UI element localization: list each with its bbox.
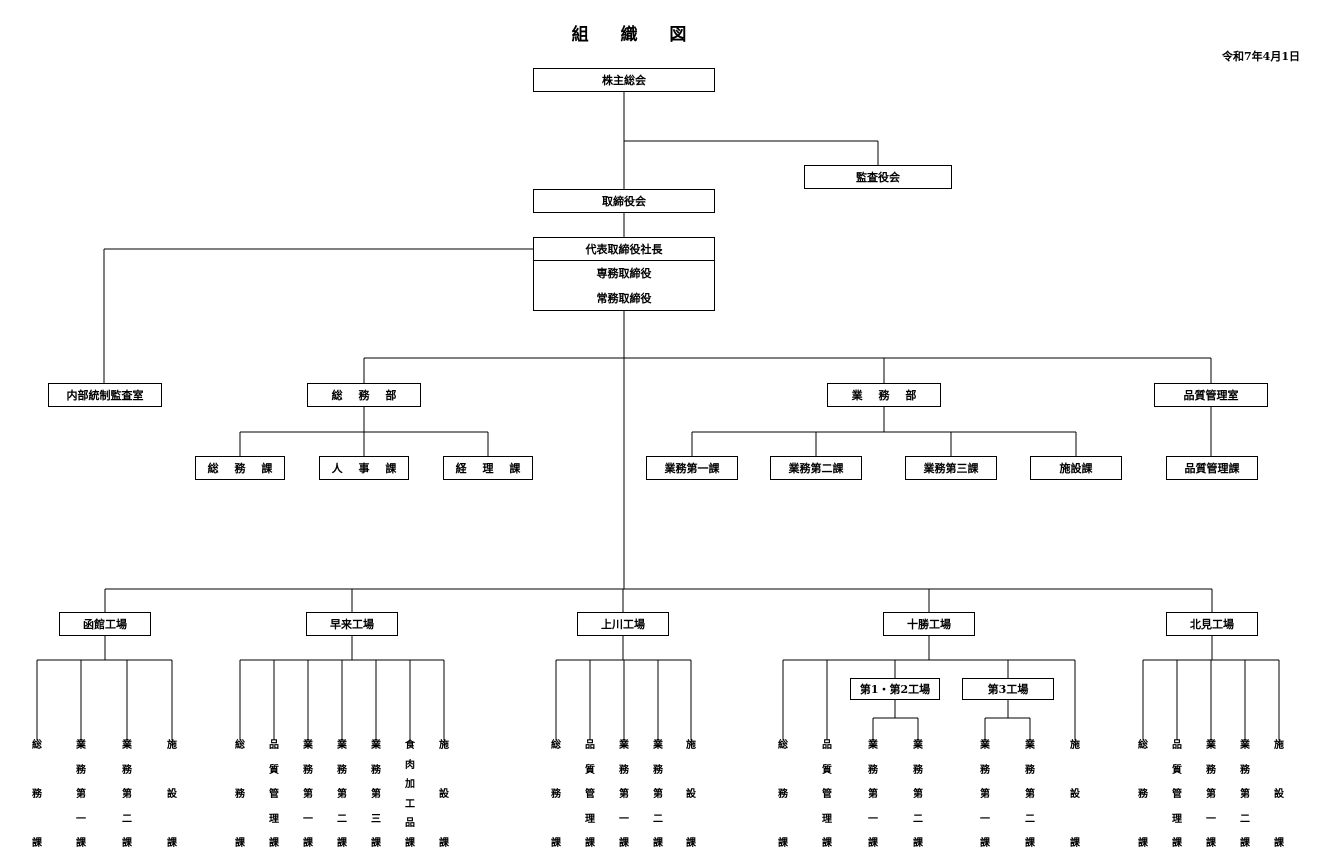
business-section-3-box: 業務第三課: [905, 456, 997, 480]
general-affairs-division-box: 総 務 部: [307, 383, 421, 407]
hayakita-section-label: 業務第二課: [337, 740, 347, 849]
facilities-section-box: 施設課: [1030, 456, 1122, 480]
business-section-1-box: 業務第一課: [646, 456, 738, 480]
business-section-2-box: 業務第二課: [770, 456, 862, 480]
date-label: 令和7年4月1日: [1222, 50, 1300, 63]
board-of-directors-box: 取締役会: [533, 189, 715, 213]
kitami-section-label: 施設課: [1274, 740, 1284, 849]
shareholders-meeting-box: 株主総会: [533, 68, 715, 92]
kamikawa-section-label: 品質管理課: [585, 740, 595, 849]
hayakita-section-label: 業務第三課: [371, 740, 381, 849]
hayakita-factory-box: 早来工場: [306, 612, 398, 636]
kitami-section-label: 品質管理課: [1172, 740, 1182, 849]
tokachi-section-label: 品質管理課: [822, 740, 832, 849]
quality-control-office-box: 品質管理室: [1154, 383, 1268, 407]
tokachi-factory-box: 十勝工場: [883, 612, 975, 636]
kamikawa-section-label: 業務第一課: [619, 740, 629, 849]
quality-control-section-box: 品質管理課: [1166, 456, 1258, 480]
hakodate-factory-box: 函館工場: [59, 612, 151, 636]
audit-board-box: 監査役会: [804, 165, 952, 189]
hayakita-section-label: 業務第一課: [303, 740, 313, 849]
tokachi-section-label: 業務第一課: [980, 740, 990, 849]
hayakita-section-label: 品質管理課: [269, 740, 279, 849]
tokachi-section-label: 業務第一課: [868, 740, 878, 849]
kitami-section-label: 業務第二課: [1240, 740, 1250, 849]
business-division-box: 業 務 部: [827, 383, 941, 407]
tokachi-section-label: 施設課: [1070, 740, 1080, 849]
senior-managing-director-label: 専務取締役: [596, 267, 652, 281]
page-title: 組 織 図: [571, 25, 689, 45]
internal-audit-office-box: 内部統制監査室: [48, 383, 162, 407]
hayakita-section-label: 食肉加工品課: [405, 740, 415, 849]
hakodate-section-label: 総務課: [32, 740, 42, 849]
accounting-section-box: 経 理 課: [443, 456, 533, 480]
general-affairs-section-box: 総 務 課: [195, 456, 285, 480]
kamikawa-section-label: 総務課: [551, 740, 561, 849]
kamikawa-factory-box: 上川工場: [577, 612, 669, 636]
kamikawa-section-label: 施設課: [686, 740, 696, 849]
tokachi-section-label: 業務第二課: [1025, 740, 1035, 849]
hayakita-section-label: 施設課: [439, 740, 449, 849]
kamikawa-section-label: 業務第二課: [653, 740, 663, 849]
executive-box: 代表取締役社長 専務取締役 常務取締役: [533, 237, 715, 311]
hayakita-section-label: 総務課: [235, 740, 245, 849]
tokachi-section-label: 総務課: [778, 740, 788, 849]
managing-director-label: 常務取締役: [596, 291, 652, 305]
tokachi-plant-1-2-box: 第1・第2工場: [850, 678, 940, 700]
kitami-section-label: 総務課: [1138, 740, 1148, 849]
president-label: 代表取締役社長: [534, 238, 714, 261]
kitami-factory-box: 北見工場: [1166, 612, 1258, 636]
tokachi-plant-3-box: 第3工場: [962, 678, 1054, 700]
hakodate-section-label: 施設課: [167, 740, 177, 849]
tokachi-section-label: 業務第二課: [913, 740, 923, 849]
personnel-section-box: 人 事 課: [319, 456, 409, 480]
hakodate-section-label: 業務第二課: [122, 740, 132, 849]
kitami-section-label: 業務第一課: [1206, 740, 1216, 849]
hakodate-section-label: 業務第一課: [76, 740, 86, 849]
